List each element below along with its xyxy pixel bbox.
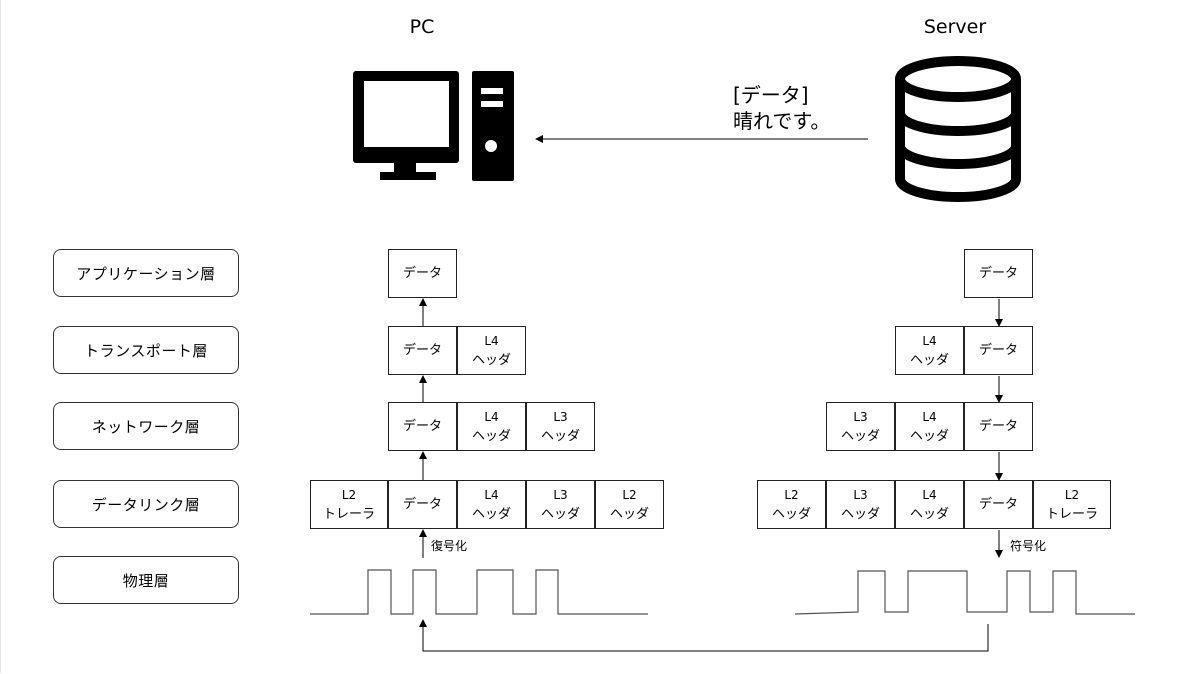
layer-network: ネットワーク層: [53, 402, 239, 450]
pc-transport-data-cell: データ: [388, 326, 457, 375]
cell-text: ヘッダ: [609, 506, 649, 522]
cell-text: L2: [1064, 487, 1080, 502]
cell-text: L4: [922, 333, 937, 348]
decode-label: 復号化: [431, 539, 468, 553]
cell-text: L4: [484, 409, 499, 424]
cell-text: データ: [978, 343, 1018, 358]
cell-text: L4: [922, 409, 937, 424]
cell-text: L3: [553, 487, 568, 502]
cell-text: トレーラ: [322, 506, 375, 522]
server-app-data-cell: データ: [964, 249, 1033, 298]
layer-datalink: データリンク層: [53, 480, 239, 528]
server-title: Server: [923, 16, 987, 38]
cell-text: L2: [784, 487, 799, 502]
cell-text: データ: [402, 343, 442, 358]
server-physical-signal: [794, 570, 1135, 615]
cell-text: ヘッダ: [909, 506, 949, 522]
pc-datalink-l3-cell: L3 ヘッダ: [526, 480, 595, 529]
cell-text: L3: [853, 487, 868, 502]
cell-text: ヘッダ: [471, 352, 511, 368]
pc-datalink-l2-header-cell: L2 ヘッダ: [595, 480, 664, 529]
cell-text: L2: [622, 487, 637, 502]
cell-text: ヘッダ: [840, 428, 880, 444]
pc-physical-signal: [310, 569, 648, 615]
message-label: [データ] 晴れです。: [733, 82, 830, 134]
cell-text: ヘッダ: [471, 506, 511, 522]
message-line-1: [データ]: [733, 83, 809, 107]
cell-text: L4: [484, 487, 499, 502]
pc-datalink-l4-cell: L4 ヘッダ: [457, 480, 526, 529]
cell-text: ヘッダ: [771, 506, 811, 522]
signal-return-arrow: [419, 619, 989, 652]
cell-text: L3: [853, 409, 868, 424]
layer-physical: 物理層: [53, 556, 239, 604]
pc-title: PC: [409, 16, 435, 38]
server-transport-l4-cell: L4 ヘッダ: [895, 326, 964, 375]
cell-text: ヘッダ: [909, 352, 949, 368]
cell-text: ヘッダ: [471, 428, 511, 444]
cell-text: データ: [978, 266, 1018, 281]
pc-network-data-cell: データ: [388, 402, 457, 451]
encode-label: 符号化: [1010, 539, 1047, 553]
desktop-computer-icon: [353, 71, 514, 181]
cell-text: データ: [978, 497, 1018, 512]
cell-text: ヘッダ: [840, 506, 880, 522]
cell-text: データ: [402, 266, 442, 281]
cell-text: データ: [402, 419, 442, 434]
pc-datalink-l2-trailer-cell: L2 トレーラ: [310, 480, 388, 529]
server-network-l4-cell: L4 ヘッダ: [895, 402, 964, 451]
server-datalink-l3-cell: L3 ヘッダ: [826, 480, 895, 529]
layer-application: アプリケーション層: [53, 249, 239, 297]
cell-text: L2: [341, 487, 357, 502]
layer-transport: トランスポート層: [53, 326, 239, 374]
cell-text: L4: [922, 487, 937, 502]
server-datalink-l2-header-cell: L2 ヘッダ: [757, 480, 826, 529]
pc-datalink-data-cell: データ: [388, 480, 457, 529]
pc-transport-l4-cell: L4 ヘッダ: [457, 326, 526, 375]
cell-text: データ: [402, 497, 442, 512]
cell-text: L3: [553, 409, 568, 424]
server-datalink-l2-trailer-cell: L2 トレーラ: [1033, 480, 1111, 529]
cell-text: ヘッダ: [909, 428, 949, 444]
message-line-2: 晴れです。: [733, 109, 831, 133]
database-server-icon: [895, 56, 1021, 202]
pc-app-data-cell: データ: [388, 249, 457, 298]
pc-network-l4-cell: L4 ヘッダ: [457, 402, 526, 451]
cell-text: トレーラ: [1045, 506, 1098, 522]
cell-text: ヘッダ: [540, 506, 580, 522]
server-network-l3-cell: L3 ヘッダ: [826, 402, 895, 451]
server-datalink-l4-cell: L4 ヘッダ: [895, 480, 964, 529]
cell-text: データ: [978, 419, 1018, 434]
pc-network-l3-cell: L3 ヘッダ: [526, 402, 595, 451]
server-datalink-data-cell: データ: [964, 480, 1033, 529]
cell-text: ヘッダ: [540, 428, 580, 444]
cell-text: L4: [484, 333, 499, 348]
